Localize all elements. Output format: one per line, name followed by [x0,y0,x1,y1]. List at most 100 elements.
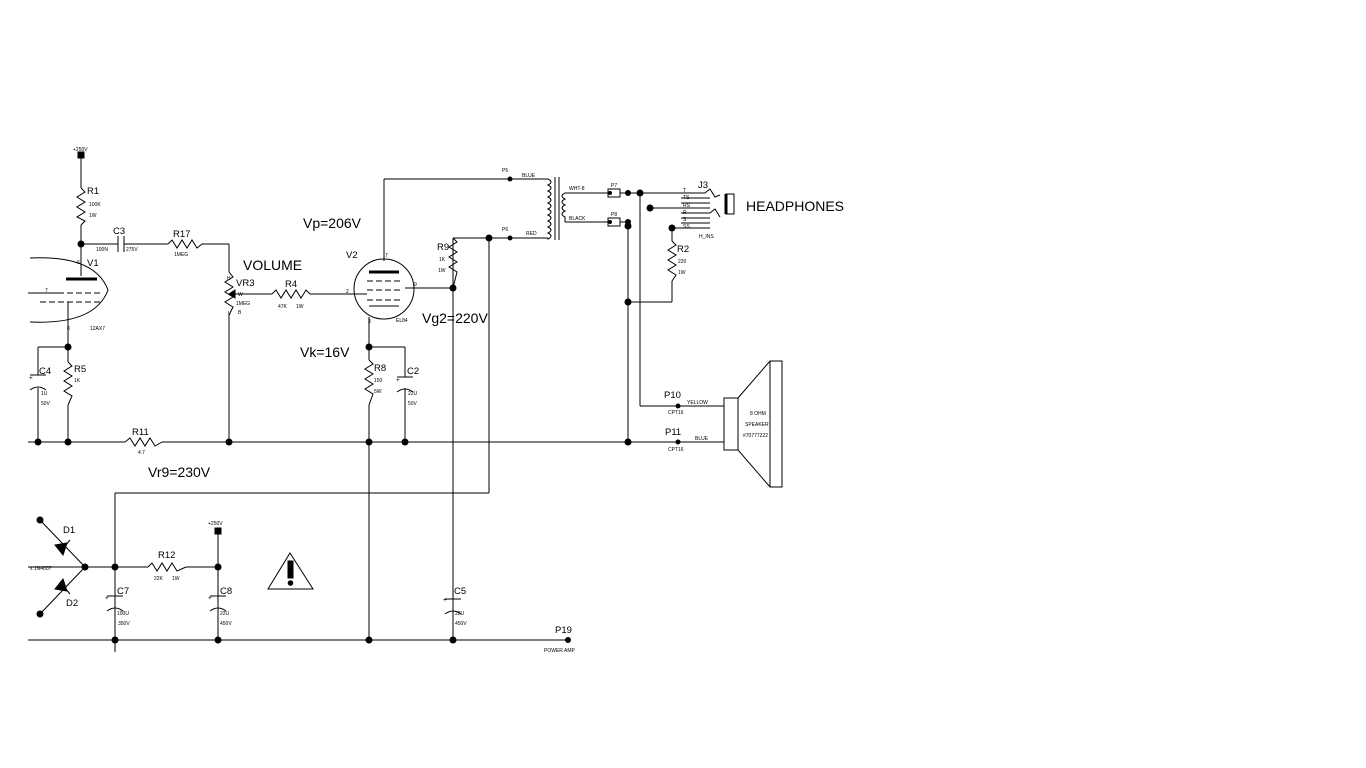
svg-text:BLUE: BLUE [522,173,536,179]
svg-text:1K: 1K [74,378,81,384]
svg-text:C7: C7 [117,586,129,597]
svg-text:8 OHM: 8 OHM [750,411,766,417]
svg-text:POWER AMP: POWER AMP [544,648,576,654]
svg-text:H: H [227,276,231,282]
svg-text:1W: 1W [438,268,446,274]
svg-text:+: + [105,595,109,602]
svg-text:WHT-8: WHT-8 [569,186,585,192]
svg-text:#70777222: #70777222 [743,433,768,439]
svg-text:150: 150 [374,378,383,384]
capacitor-c4: + C4 1U 50V [29,366,51,407]
capacitor-c5: + C5 22U 450V [443,586,467,627]
speaker: P10 CPT16 P11 CPT16 YELLOW BLUE 8 OHM SP… [664,360,783,488]
diode-note: x 1N4007 [30,566,52,572]
svg-text:D2: D2 [66,598,78,609]
svg-text:W: W [238,292,243,298]
svg-text:1W: 1W [296,304,304,310]
svg-text:R11: R11 [132,427,149,438]
rail-label: +250V [208,521,223,527]
svg-text:P11: P11 [665,427,681,438]
junction-dots [34,189,676,644]
valve-v2: V2 7 2 9 3 EL84 [346,250,417,325]
svg-text:8: 8 [67,326,70,332]
svg-text:C4: C4 [39,366,51,377]
svg-text:100U: 100U [117,611,129,617]
svg-text:RED: RED [526,231,537,237]
svg-text:1K: 1K [439,257,446,263]
svg-text:J3: J3 [698,180,708,191]
svg-text:L: L [228,311,231,317]
svg-text:+: + [208,595,212,602]
diode-d1: D1 [54,525,75,557]
resistor-r11: R11 4.7 [124,427,163,456]
svg-text:+: + [443,597,447,604]
warning-icon [267,552,314,590]
svg-text:R2: R2 [677,244,689,255]
svg-text:P10: P10 [664,390,681,401]
svg-text:CPT16: CPT16 [668,447,684,453]
svg-text:R9: R9 [437,242,449,253]
valve-v1: V1 6 7 8 12AX7 [29,257,109,332]
svg-text:VR3: VR3 [236,278,254,289]
vr9-annotation: Vr9=230V [148,464,211,480]
svg-text:P7: P7 [611,183,617,189]
svg-text:TS: TS [683,195,690,201]
svg-text:D1: D1 [63,525,75,536]
headphone-jack-j3: J3 T TS RS R S SS H_INS HEADPHONES [681,180,844,240]
svg-text:R4: R4 [285,279,297,290]
rail-label: +250V [73,147,88,153]
svg-text:2: 2 [346,289,349,295]
capacitor-c3: C3 100N 275V [96,226,138,253]
svg-text:22U: 22U [220,611,230,617]
svg-text:R8: R8 [374,363,386,374]
svg-text:1MEG: 1MEG [174,252,188,258]
svg-text:C3: C3 [113,226,125,237]
svg-text:+: + [396,377,400,384]
diode-d2: D2 [54,577,78,609]
svg-text:450V: 450V [455,621,467,627]
rail-marker-c8: +250V [208,521,223,535]
svg-text:1MEG: 1MEG [236,301,250,307]
svg-text:9: 9 [414,282,417,288]
svg-text:EL84: EL84 [396,318,408,324]
svg-text:CPT16: CPT16 [668,410,684,416]
svg-text:+: + [29,375,33,382]
svg-text:BLUE: BLUE [695,436,709,442]
svg-text:3: 3 [368,319,371,325]
svg-text:5W: 5W [374,389,382,395]
svg-text:47K: 47K [278,304,288,310]
resistor-r2: R2 220 1W [667,240,689,282]
headphones-label: HEADPHONES [746,198,844,214]
svg-text:V1: V1 [87,258,99,269]
resistor-r8: R8 150 5W [364,359,386,406]
svg-text:P8: P8 [611,212,617,218]
svg-text:R1: R1 [87,186,99,197]
svg-text:22K: 22K [154,576,164,582]
resistor-r9: R9 1K 1W [437,237,458,289]
svg-text:1W: 1W [678,270,686,276]
rail-marker-r1: +250V [73,147,88,159]
svg-text:220: 220 [678,259,687,265]
connector-p19: P19 POWER AMP [544,625,576,654]
svg-text:R5: R5 [74,364,86,375]
svg-text:P5: P5 [502,168,508,174]
svg-text:50V: 50V [408,401,418,407]
svg-text:1W: 1W [89,213,97,219]
svg-text:S: S [683,217,687,223]
capacitor-c8: + C8 22U 450V [208,586,232,627]
svg-text:BLACK: BLACK [569,216,586,222]
svg-text:6: 6 [77,260,80,266]
svg-text:7: 7 [45,288,48,294]
svg-text:100N: 100N [96,247,108,253]
svg-text:C2: C2 [407,366,419,377]
svg-text:T: T [683,188,686,194]
svg-text:50V: 50V [41,401,51,407]
svg-text:V2: V2 [346,250,358,261]
svg-text:C8: C8 [220,586,232,597]
potentiometer-vr3: VOLUME VR3 W 1MEG H L B [224,257,302,317]
svg-text:YELLOW: YELLOW [687,400,708,406]
vp-annotation: Vp=206V [303,215,362,231]
vk-annotation: Vk=16V [300,344,350,360]
capacitor-c7: + C7 100U 350V [105,586,130,640]
svg-text:R: R [683,210,687,216]
